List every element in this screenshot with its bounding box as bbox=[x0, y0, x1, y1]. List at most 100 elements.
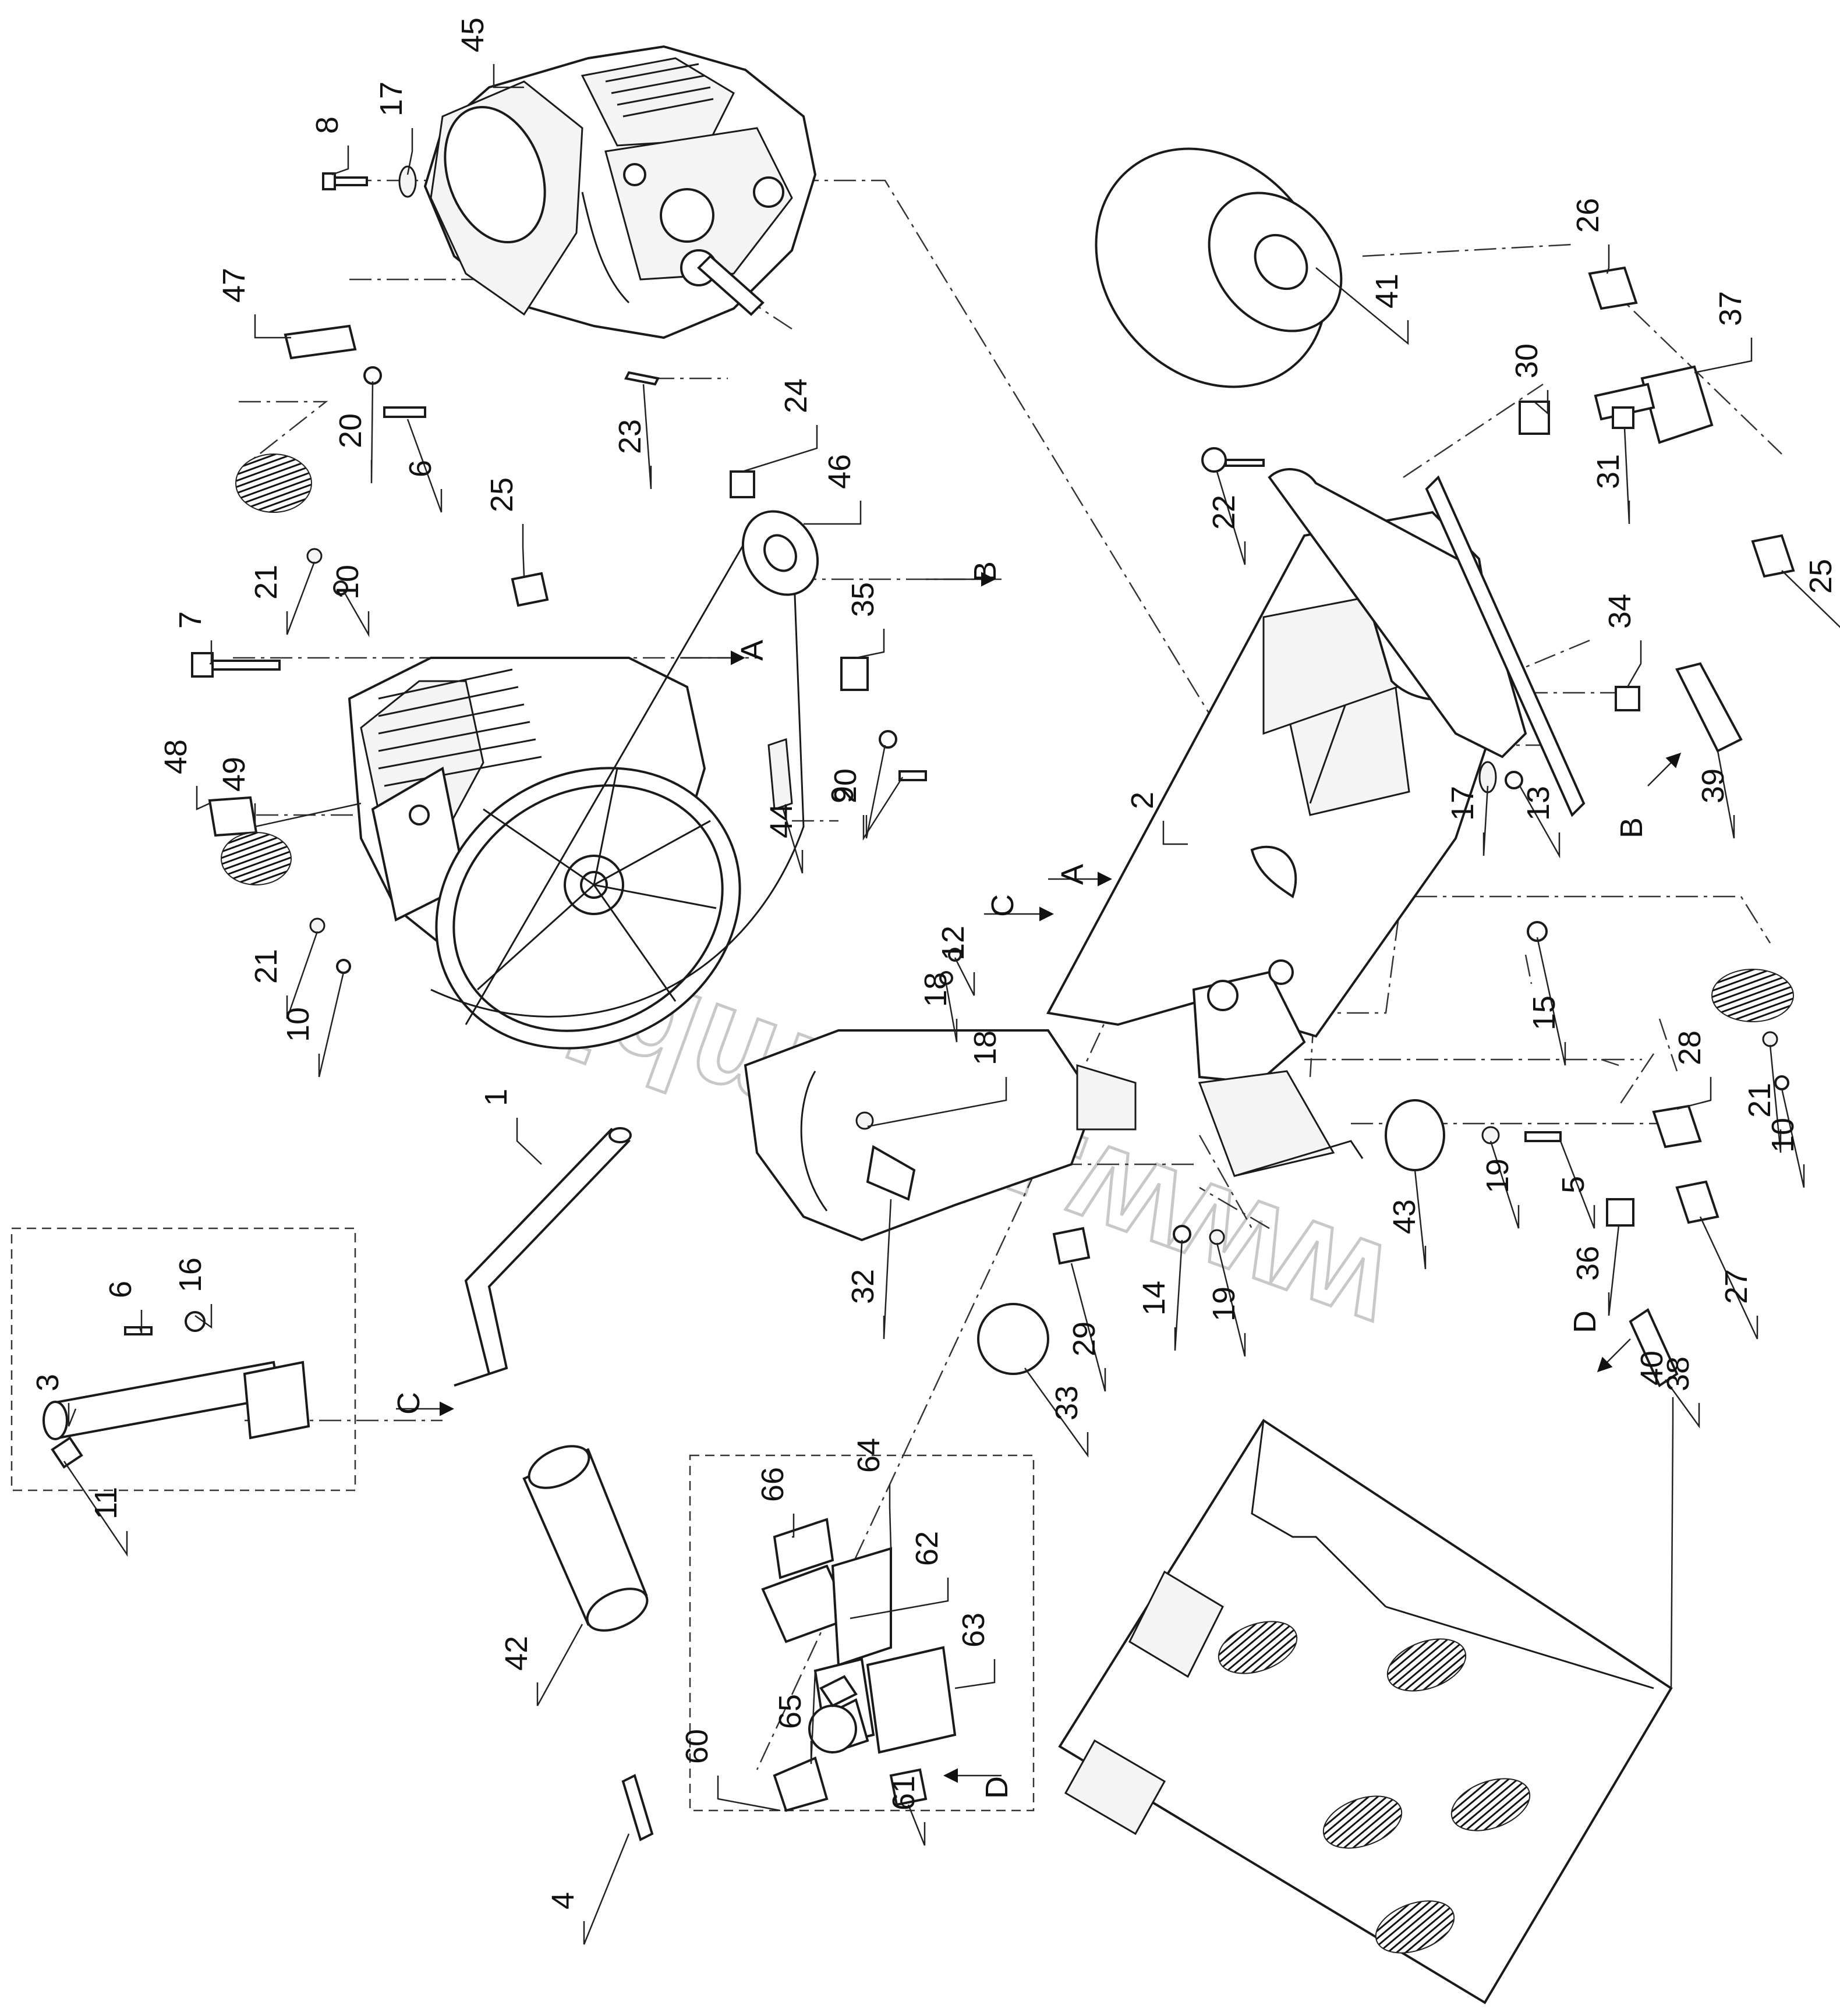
leader-37 bbox=[1694, 338, 1753, 374]
part-label-23: 23 bbox=[613, 419, 647, 454]
chassis-frame-2 bbox=[744, 468, 1586, 1242]
part-label-17: 17 bbox=[374, 82, 409, 116]
part-label-18: 18 bbox=[918, 972, 953, 1007]
leader-17 bbox=[406, 128, 413, 175]
leader-10 bbox=[318, 972, 345, 1078]
leader-14 bbox=[1174, 1239, 1183, 1351]
part-label-66: 66 bbox=[755, 1467, 790, 1502]
leader-18 bbox=[867, 1077, 1007, 1128]
part-label-33: 33 bbox=[1049, 1386, 1084, 1420]
leader-18 bbox=[945, 983, 958, 1043]
leader-32 bbox=[883, 1199, 892, 1340]
part-label-5: 5 bbox=[1556, 1176, 1591, 1193]
leader-4 bbox=[583, 1833, 630, 1945]
part-label-41: 41 bbox=[1370, 274, 1404, 309]
leader-6 bbox=[406, 419, 443, 513]
part-label-15: 15 bbox=[1527, 995, 1562, 1030]
part-label-30: 30 bbox=[1509, 343, 1544, 378]
part-label-21: 21 bbox=[249, 565, 284, 600]
part-label-49: 49 bbox=[217, 757, 252, 792]
part-label-22: 22 bbox=[1206, 495, 1241, 530]
leader-21 bbox=[286, 931, 319, 1019]
part-label-25: 25 bbox=[1803, 559, 1838, 594]
leader-26 bbox=[1606, 245, 1610, 274]
part-label-62: 62 bbox=[910, 1531, 944, 1566]
part-label-11: 11 bbox=[89, 1487, 123, 1519]
leader-17 bbox=[1482, 785, 1489, 856]
leader-60 bbox=[717, 1776, 781, 1812]
leader-20 bbox=[865, 745, 886, 839]
part-label-65: 65 bbox=[773, 1694, 808, 1729]
leader-6 bbox=[139, 1310, 143, 1334]
leader-40 bbox=[1670, 1397, 1674, 1689]
part-label-46: 46 bbox=[822, 454, 857, 489]
leader-3 bbox=[68, 1403, 77, 1427]
part-label-25: 25 bbox=[484, 477, 519, 512]
part-label-40: 40 bbox=[1634, 1351, 1669, 1386]
leader-44 bbox=[782, 809, 804, 874]
leader-61 bbox=[907, 1804, 926, 1846]
part-label-9: 9 bbox=[825, 786, 860, 803]
leader-16 bbox=[194, 1304, 213, 1329]
part-label-27: 27 bbox=[1719, 1269, 1754, 1304]
leader-64 bbox=[889, 1484, 892, 1549]
grip-42 bbox=[522, 1445, 649, 1632]
part-label-10: 10 bbox=[1765, 1118, 1800, 1153]
leader-lines bbox=[63, 64, 1840, 1945]
small-parts bbox=[51, 165, 1795, 1841]
flow-marker-c: C bbox=[985, 894, 1020, 917]
part-label-7: 7 bbox=[173, 611, 208, 629]
part-label-6: 6 bbox=[403, 460, 438, 477]
part-label-34: 34 bbox=[1602, 594, 1637, 629]
flow-marker-b: B bbox=[968, 561, 1003, 582]
part-label-13: 13 bbox=[1521, 786, 1556, 821]
flow-arrows bbox=[396, 572, 1682, 1783]
leader-63 bbox=[954, 1659, 996, 1689]
leader-39 bbox=[1717, 750, 1735, 839]
part-label-47: 47 bbox=[217, 268, 252, 303]
leader-29 bbox=[1070, 1263, 1106, 1392]
leader-10 bbox=[1781, 1088, 1805, 1188]
leader-31 bbox=[1623, 427, 1630, 525]
part-label-32: 32 bbox=[845, 1269, 880, 1304]
part-label-35: 35 bbox=[845, 582, 880, 617]
part-label-28: 28 bbox=[1672, 1030, 1707, 1065]
leader-13 bbox=[1519, 785, 1561, 859]
part-label-21: 21 bbox=[249, 949, 284, 984]
part-label-17: 17 bbox=[1445, 786, 1480, 821]
leader-22 bbox=[1216, 471, 1246, 565]
part-label-24: 24 bbox=[779, 378, 813, 413]
leader-25 bbox=[522, 524, 525, 577]
part-label-20: 20 bbox=[333, 413, 368, 448]
compressor-pump-49 bbox=[348, 515, 805, 1050]
part-label-18: 18 bbox=[968, 1030, 1003, 1065]
part-label-31: 31 bbox=[1591, 454, 1626, 489]
leader-28 bbox=[1676, 1077, 1712, 1110]
enclosure-cover-40 bbox=[1058, 1419, 1673, 2004]
part-label-19: 19 bbox=[1480, 1158, 1515, 1193]
part-label-64: 64 bbox=[851, 1438, 886, 1473]
arrow-d-hose bbox=[1597, 1338, 1631, 1373]
part-label-10: 10 bbox=[330, 565, 365, 600]
leader-9 bbox=[862, 777, 904, 841]
leader-7 bbox=[210, 640, 213, 665]
leader-2 bbox=[1162, 821, 1188, 845]
leader-25 bbox=[1781, 570, 1840, 628]
leader-23 bbox=[642, 384, 652, 490]
part-label-44: 44 bbox=[764, 803, 799, 838]
part-label-6: 6 bbox=[103, 1281, 138, 1298]
leader-8 bbox=[331, 146, 349, 176]
wheel-41 bbox=[1095, 147, 1343, 388]
part-label-36: 36 bbox=[1570, 1246, 1605, 1281]
leader-34 bbox=[1626, 640, 1642, 688]
handle-1 bbox=[454, 1127, 632, 1387]
part-label-39: 39 bbox=[1696, 768, 1731, 803]
leader-27 bbox=[1699, 1216, 1758, 1340]
engine-45 bbox=[423, 45, 817, 339]
leader-38 bbox=[1664, 1379, 1700, 1429]
part-label-37: 37 bbox=[1713, 291, 1748, 326]
flow-marker-d: D bbox=[1567, 1310, 1602, 1333]
support-kit-box bbox=[10, 1227, 356, 1491]
flow-marker-d: D bbox=[979, 1776, 1014, 1799]
